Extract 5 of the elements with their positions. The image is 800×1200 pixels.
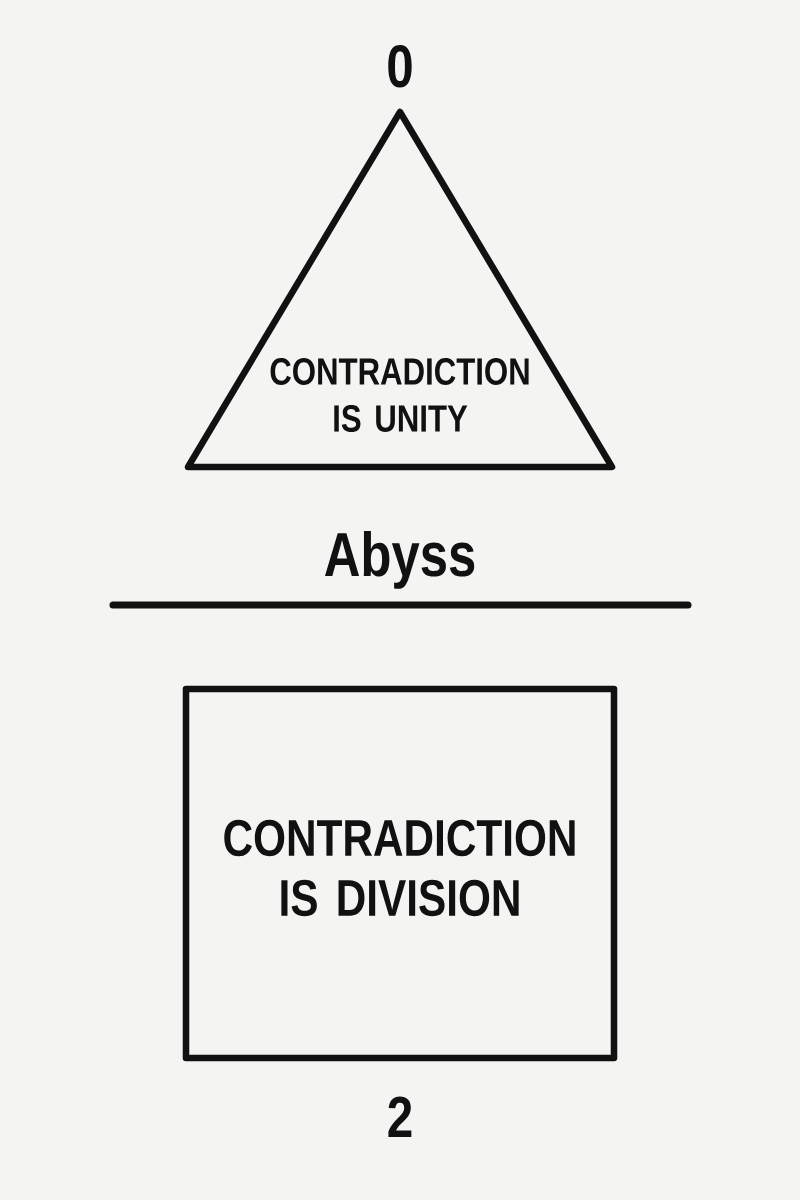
number-label: 2 xyxy=(388,1096,412,1137)
triangle: CONTRADICTION IS UNITY xyxy=(184,108,616,471)
text-label: Abyss xyxy=(325,531,475,589)
box: CONTRADICTION IS DIVISION xyxy=(182,685,618,1062)
number-label: 0 xyxy=(388,45,412,88)
